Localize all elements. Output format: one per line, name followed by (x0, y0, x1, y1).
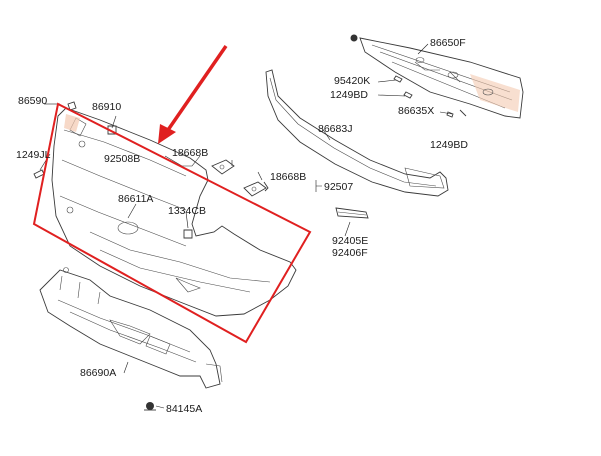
pointer-arrow (158, 45, 228, 144)
label-86683J: 86683J (318, 123, 352, 135)
label-18668B-b: 18668B (270, 171, 306, 183)
label-1334CB: 1334CB (168, 205, 206, 217)
label-86590: 86590 (18, 95, 47, 107)
bumper-lower-bracket-86683J (265, 69, 449, 197)
bracket-18668B-lower (243, 181, 269, 197)
bolt-86590 (67, 101, 77, 111)
leader-lines (39, 43, 453, 409)
screw-icons-top (393, 75, 467, 118)
fastener-84145A (144, 402, 156, 411)
label-1249JL: 1249JL (16, 149, 51, 161)
under-cover-86690A (39, 267, 223, 389)
label-1249BD-top: 1249BD (330, 89, 368, 101)
clip-top-icon (350, 34, 358, 42)
label-86910: 86910 (92, 101, 121, 113)
label-86690A: 86690A (80, 367, 116, 379)
part-labels: 86650F 95420K 1249BD 86635X 86683J 1249B… (16, 37, 468, 415)
clip-1334CB (183, 229, 193, 239)
label-92406F: 92406F (332, 247, 368, 259)
bumper-beam-86650F (359, 37, 524, 119)
label-18668B-a: 18668B (172, 147, 208, 159)
label-92405E: 92405E (332, 235, 368, 247)
label-1249BD-right: 1249BD (430, 139, 468, 151)
bracket-18668B-upper (211, 159, 235, 175)
label-95420K: 95420K (334, 75, 370, 87)
bumper-cover-86611A (51, 107, 297, 317)
label-92508B: 92508B (104, 153, 140, 165)
label-86611A: 86611A (118, 193, 153, 205)
label-84145A: 84145A (166, 403, 202, 415)
label-86650F: 86650F (430, 37, 466, 49)
label-92507: 92507 (324, 181, 353, 193)
label-86635X: 86635X (398, 105, 434, 117)
highlight-frame (32, 102, 312, 344)
reflector-92405E (335, 207, 369, 219)
